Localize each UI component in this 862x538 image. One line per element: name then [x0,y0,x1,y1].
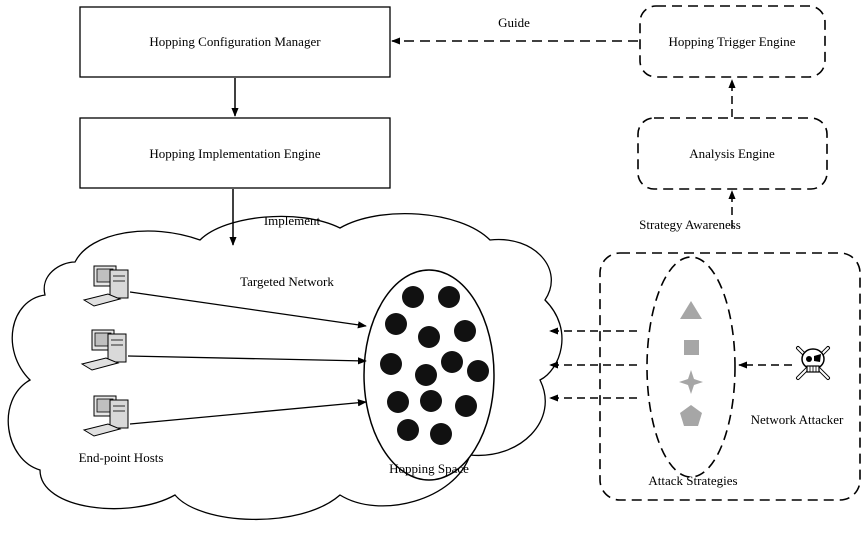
host-to-hopping-arrow [129,399,367,425]
pentagon-icon [680,405,702,426]
computer-icon [82,395,129,437]
hop-dot [455,395,477,417]
computer-icon [80,329,127,371]
hop-dot [430,423,452,445]
hop-dot [415,364,437,386]
implementation-engine-box [79,117,391,189]
config-manager-label: Hopping Configuration Manager [149,34,321,49]
hop-dot [420,390,442,412]
hop-dot [380,353,402,375]
guide-label: Guide [498,15,530,30]
hop-dot [454,320,476,342]
end-point-hosts-label: End-point Hosts [79,450,164,465]
hop-dot [418,326,440,348]
implement-label: Implement [264,213,321,228]
hop-dot [441,351,463,373]
targeted-network-label: Targeted Network [240,274,334,289]
computer-icon [82,265,129,307]
host-to-hopping-arrow [129,291,367,329]
hopping-space-dots [380,286,489,445]
strategy-awareness-label: Strategy Awareness [639,217,741,232]
hop-dot [467,360,489,382]
hop-dot [402,286,424,308]
hop-dot [385,313,407,335]
triangle-icon [680,301,702,319]
host-to-hopping-arrow [127,355,367,365]
hopping-space-label: Hopping Space [389,461,469,476]
analysis-engine-box [637,117,828,190]
star-icon [679,370,703,394]
trigger-engine-label: Hopping Trigger Engine [668,34,795,49]
config-manager-box [79,6,391,78]
attack-strategies-label: Attack Strategies [648,473,737,488]
network-attacker-label: Network Attacker [751,412,844,427]
hop-dot [438,286,460,308]
trigger-engine-box [639,5,826,78]
skull-crossbones-icon [796,346,830,380]
hop-dot [397,419,419,441]
implementation-engine-label: Hopping Implementation Engine [149,146,320,161]
attack-strategies-ellipse [646,256,736,478]
analysis-engine-label: Analysis Engine [689,146,775,161]
square-icon [684,340,699,355]
hop-dot [387,391,409,413]
